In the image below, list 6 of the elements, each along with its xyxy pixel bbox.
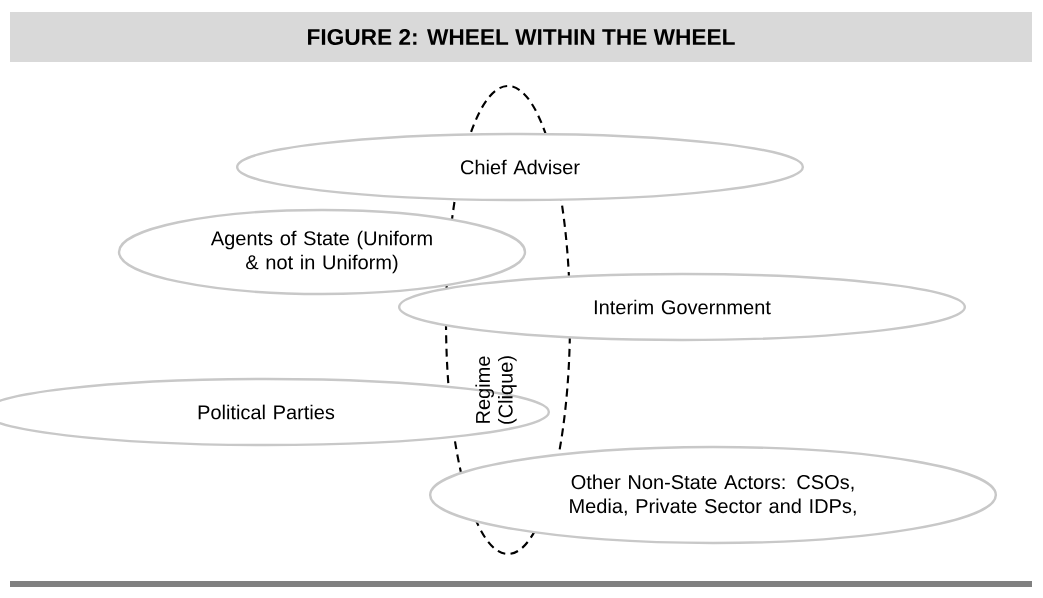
ellipse-node: Agents of State (Uniform & not in Uniform) xyxy=(117,208,527,296)
ellipse-node: Interim Government xyxy=(397,272,967,342)
ellipse-node: Other Non-State Actors: CSOs, Media, Private Sector and IDPs, xyxy=(428,445,998,545)
ellipse-label: Regime (Clique) xyxy=(475,356,517,424)
ellipse-node: Chief Adviser xyxy=(235,132,805,202)
title-banner: FIGURE 2: WHEEL WITHIN THE WHEEL xyxy=(10,12,1032,62)
